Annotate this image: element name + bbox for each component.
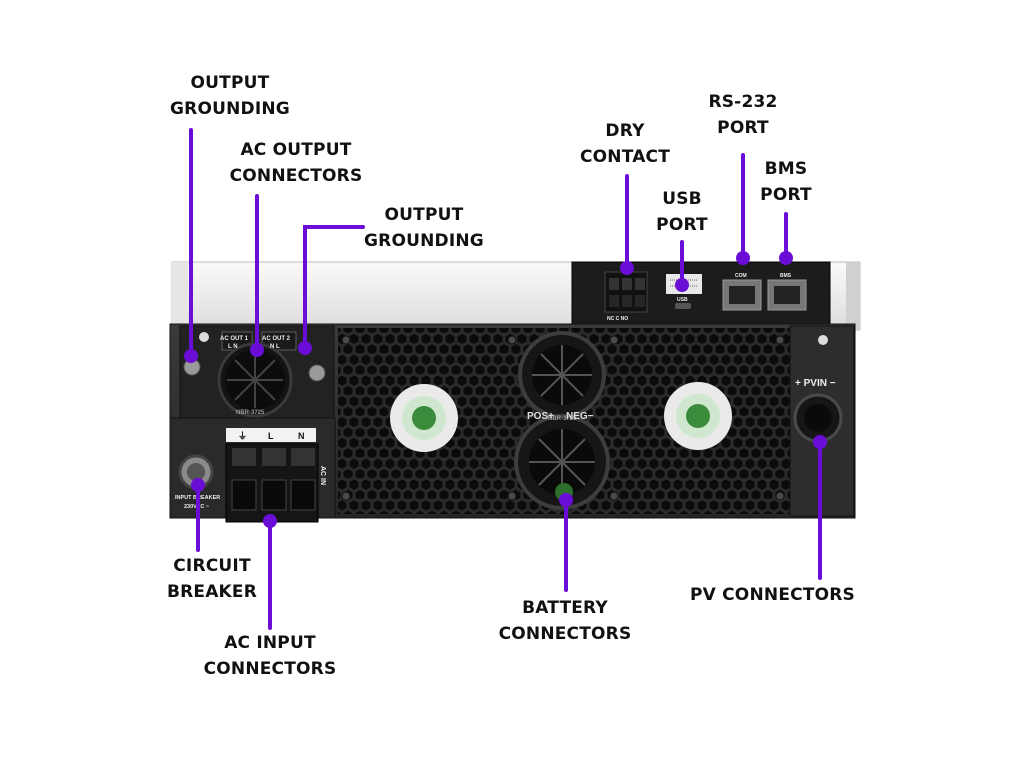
label-text-line: AC INPUT	[224, 633, 316, 653]
ac-out-1-text: AC OUT 1	[220, 336, 249, 342]
dry-terms-text: NC C NO	[607, 316, 628, 322]
label-text-line: OUTPUT	[190, 73, 270, 93]
usb-text: USB	[677, 297, 688, 303]
label-text-line: CIRCUIT	[173, 556, 251, 576]
label-text-line: AC OUTPUT	[240, 140, 352, 160]
label-text-line: PORT	[760, 185, 812, 205]
label-ac-input-connectors: AC INPUT CONNECTORS	[200, 630, 340, 682]
label-dry-contact: DRY CONTACT	[575, 118, 675, 170]
ac-input-terminal-block	[225, 443, 319, 523]
ac-in-term-l: L	[268, 431, 274, 441]
label-text-line: PORT	[656, 215, 708, 235]
label-text-line: BMS	[764, 159, 808, 179]
ground-screw-right	[308, 364, 326, 382]
fan-left	[390, 384, 458, 452]
ac-out-2-text: AC OUT 2	[262, 336, 291, 342]
label-text-line: PV CONNECTORS	[690, 585, 855, 605]
gland-left-text: NBR-3725	[236, 410, 265, 416]
chassis-screws	[341, 335, 785, 501]
label-battery-connectors: BATTERY CONNECTORS	[495, 595, 635, 647]
ac-in-text: AC IN	[319, 466, 326, 485]
com-text: COM	[735, 273, 747, 279]
label-text-line: BATTERY	[522, 598, 608, 618]
gland-mid-text: NBR-3725	[548, 416, 577, 422]
ac-out-1-terms: L N	[228, 344, 238, 350]
neg-text: NEG−	[566, 411, 594, 422]
comm-module	[571, 261, 831, 325]
label-text-line: USB	[662, 189, 702, 209]
label-text-line: CONNECTORS	[498, 624, 632, 644]
label-text-line: CONNECTORS	[229, 166, 363, 186]
battery-gland-top	[518, 331, 606, 419]
bms-text: BMS	[780, 273, 792, 279]
label-text-line: BREAKER	[166, 582, 258, 602]
callout-lines	[189, 128, 822, 630]
line-output-grounding-right	[303, 225, 365, 348]
label-ac-output-connectors: AC OUTPUT CONNECTORS	[226, 137, 366, 189]
usb-port-socket	[675, 303, 691, 309]
label-text-line: GROUNDING	[170, 99, 290, 119]
fan-right	[664, 382, 732, 450]
label-pv-connectors: PV CONNECTORS	[690, 582, 855, 608]
pvin-text: + PVIN −	[795, 378, 836, 389]
label-text-line: DRY	[605, 121, 645, 141]
label-rs232-port: RS-232 PORT	[703, 89, 783, 141]
label-bms-port: BMS PORT	[746, 156, 826, 208]
label-text-line: CONTACT	[579, 147, 671, 167]
label-text-line: GROUNDING	[364, 231, 484, 251]
ac-in-term-ground: ⏚	[238, 431, 247, 441]
pv-gland	[793, 393, 843, 443]
callout-dots	[184, 251, 827, 528]
label-text-line: CONNECTORS	[203, 659, 337, 679]
label-output-grounding-left: OUTPUT GROUNDING	[170, 70, 290, 122]
ac-out-2-terms: N L	[270, 344, 280, 350]
label-text-line: OUTPUT	[384, 205, 464, 225]
label-text-line: RS-232	[708, 92, 778, 112]
label-circuit-breaker: CIRCUIT BREAKER	[152, 553, 272, 605]
label-text-line: PORT	[717, 118, 769, 138]
ac-in-term-n: N	[298, 431, 305, 441]
label-usb-port: USB PORT	[642, 186, 722, 238]
pos-text: POS+	[527, 411, 554, 422]
label-output-grounding-right: OUTPUT GROUNDING	[364, 202, 484, 254]
